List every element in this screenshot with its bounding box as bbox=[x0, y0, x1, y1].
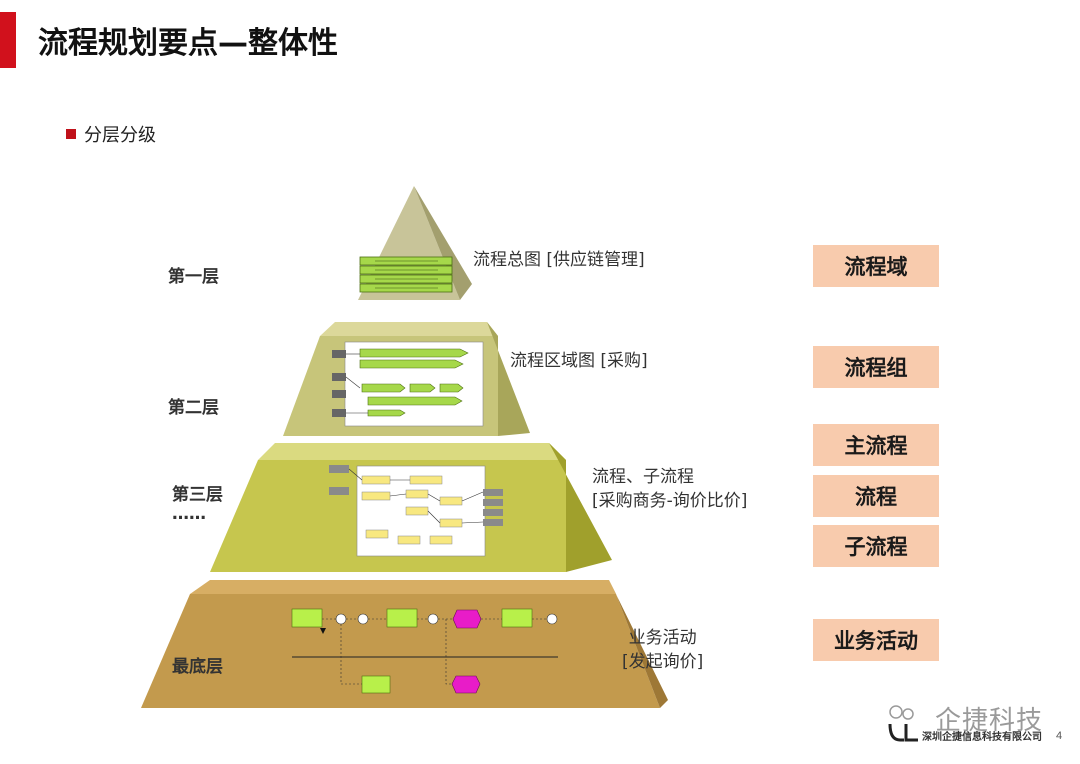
tag-process-domain: 流程域 bbox=[813, 245, 939, 287]
layer-2-description: 流程区域图 [采购] bbox=[510, 349, 648, 373]
company-logo-icon bbox=[888, 705, 918, 742]
layer-1-description-line: 流程总图 [供应链管理] bbox=[473, 250, 645, 270]
tag-process-group: 流程组 bbox=[813, 346, 939, 388]
bullet-item: 分层分级 bbox=[66, 121, 156, 147]
pyramid-layer-3 bbox=[210, 443, 612, 572]
layer-3-description-line-1: 流程、子流程 bbox=[592, 467, 694, 487]
layer-2-process-map-thumbnail bbox=[332, 341, 484, 427]
layer-4-activity-flow-thumbnail bbox=[291, 608, 558, 694]
tag-process: 流程 bbox=[813, 475, 939, 517]
tag-sub-process: 子流程 bbox=[813, 525, 939, 567]
layer-1-label: 第一层 bbox=[168, 267, 219, 287]
page-title: 流程规划要点—整体性 bbox=[38, 26, 338, 61]
layer-1-process-map-thumbnail bbox=[359, 256, 453, 293]
layer-3-process-map-thumbnail bbox=[329, 465, 503, 557]
layer-4-label: 最底层 bbox=[172, 657, 223, 677]
layer-3-description-line-2: [采购商务-询价比价] bbox=[592, 491, 748, 511]
layer-3-label: 第三层 bbox=[172, 485, 223, 505]
layer-4-description-line-1: 业务活动 bbox=[628, 628, 697, 648]
pyramid-layer-1 bbox=[358, 186, 472, 300]
layer-3-ellipsis: …… bbox=[172, 504, 206, 524]
bullet-text: 分层分级 bbox=[84, 125, 156, 146]
tag-business-activity: 业务活动 bbox=[813, 619, 939, 661]
title-accent-bar bbox=[0, 12, 16, 68]
layer-2-label: 第二层 bbox=[168, 398, 219, 418]
pyramid-layer-2 bbox=[283, 322, 530, 436]
layer-1-description: 流程总图 [供应链管理] bbox=[473, 248, 645, 272]
layer-4-description-line-2: [发起询价] bbox=[622, 652, 704, 672]
page-number: 4 bbox=[1056, 730, 1063, 742]
layer-3-description: 流程、子流程 [采购商务-询价比价] bbox=[592, 465, 747, 513]
layer-4-description: 业务活动 [发起询价] bbox=[622, 626, 703, 674]
watermark-text: 企捷科技 bbox=[935, 706, 1044, 736]
tag-main-process: 主流程 bbox=[813, 424, 939, 466]
bullet-square-icon bbox=[66, 129, 76, 139]
watermark-company-name: 深圳企捷信息科技有限公司 bbox=[922, 732, 1042, 743]
pyramid-layer-4 bbox=[141, 580, 668, 708]
layer-2-description-line: 流程区域图 [采购] bbox=[510, 351, 648, 371]
